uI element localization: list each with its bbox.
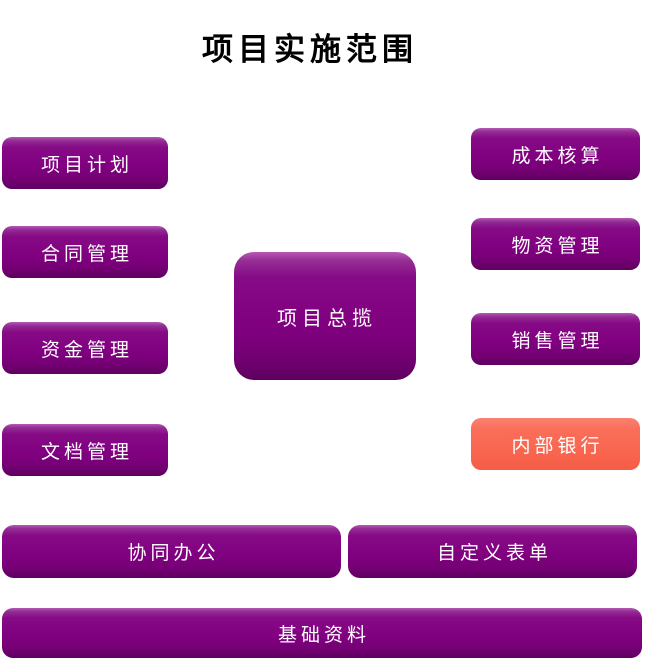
node-contract-management: 合同管理 — [2, 226, 168, 278]
node-basic-data: 基础资料 — [2, 608, 642, 658]
node-materials-management: 物资管理 — [471, 218, 640, 270]
node-funds-management: 资金管理 — [2, 322, 168, 374]
node-document-management: 文档管理 — [2, 424, 168, 476]
diagram-title: 项目实施范围 — [202, 32, 418, 68]
node-cost-accounting: 成本核算 — [471, 128, 640, 180]
node-custom-forms: 自定义表单 — [348, 525, 637, 578]
node-project-plan: 项目计划 — [2, 137, 168, 189]
node-collaborative-office: 协同办公 — [2, 525, 341, 578]
node-project-overview: 项目总揽 — [234, 252, 416, 380]
node-internal-bank: 内部银行 — [471, 418, 640, 470]
node-sales-management: 销售管理 — [471, 313, 640, 365]
